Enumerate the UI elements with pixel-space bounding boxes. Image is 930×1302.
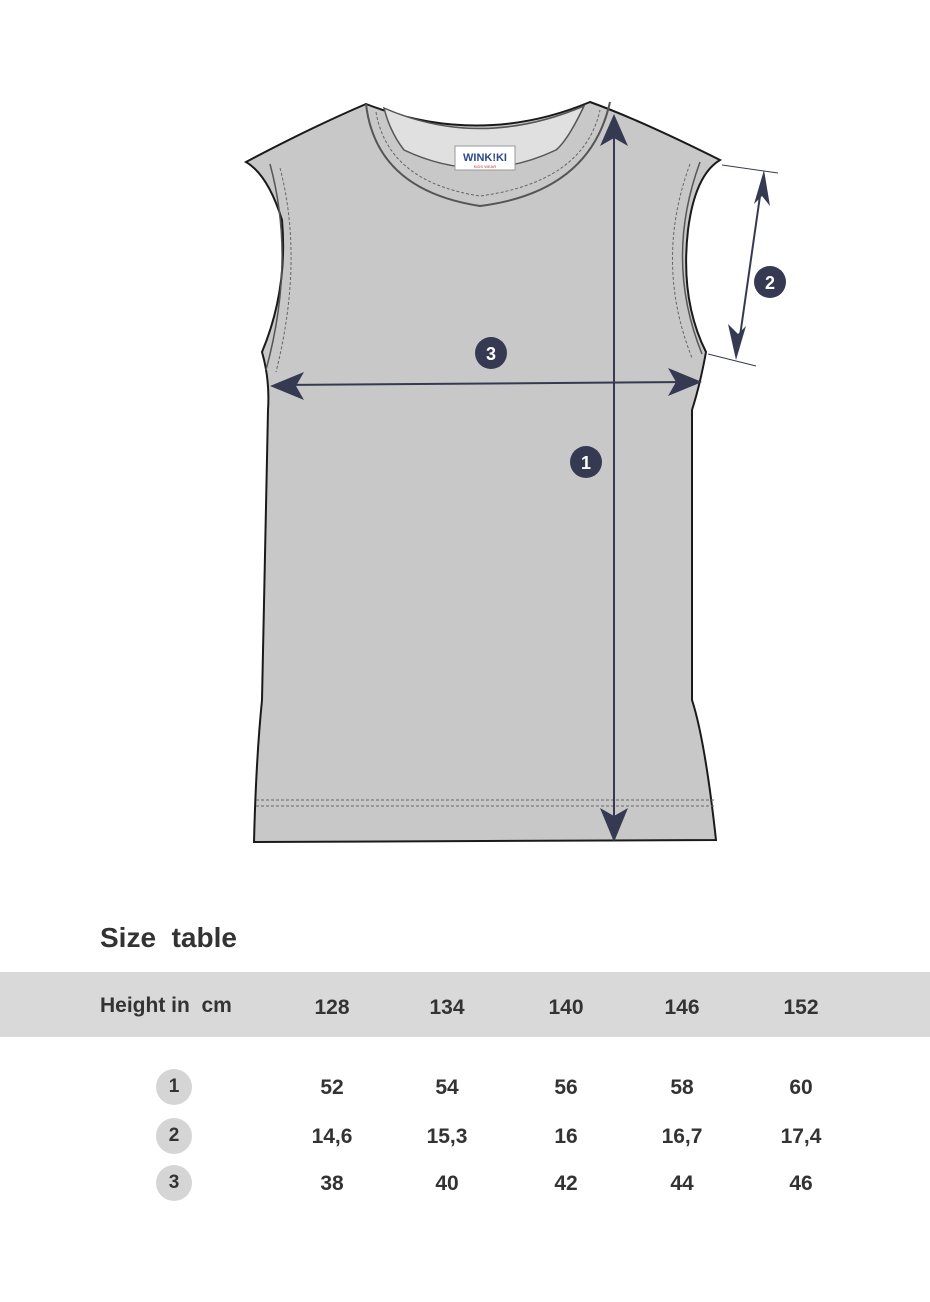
armhole-right <box>681 161 703 355</box>
width-arrowhead-right <box>668 368 702 396</box>
neck-inner <box>382 104 586 169</box>
size-header-152: 152 <box>783 996 819 1019</box>
table-cell: 42 <box>554 1172 578 1195</box>
table-cell: 54 <box>435 1076 459 1099</box>
tank-top-body <box>243 100 723 844</box>
armhole-arrow-line <box>737 181 763 351</box>
table-cell: 44 <box>670 1172 694 1195</box>
armhole-guide-bottom <box>707 353 757 367</box>
length-arrowhead-top <box>600 114 628 146</box>
brand-name: WINK!KI <box>463 152 507 164</box>
marker-2: 2 <box>754 266 786 298</box>
width-arrow-line <box>279 381 691 386</box>
height-header-label: Height in cm <box>100 994 232 1017</box>
svg-text:3: 3 <box>486 344 496 364</box>
size-header-128: 128 <box>314 996 350 1019</box>
marker-1: 1 <box>570 446 602 478</box>
garment-illustration: WINK!KI KIDS WEAR 1 2 3 <box>243 100 786 844</box>
row-marker-1: 1 <box>156 1069 192 1105</box>
size-table-header <box>0 972 930 1037</box>
brand-label: WINK!KI KIDS WEAR <box>454 145 516 171</box>
table-cell: 16 <box>554 1125 578 1148</box>
size-table-title: Size table <box>100 922 237 953</box>
armhole-guide-top <box>721 164 779 174</box>
svg-text:2: 2 <box>765 273 775 293</box>
armhole-left-stitch <box>275 167 292 373</box>
svg-text:1: 1 <box>581 453 591 473</box>
length-arrowhead-bottom <box>600 808 628 842</box>
collar-rib <box>365 101 611 208</box>
table-cell: 52 <box>320 1076 344 1099</box>
table-cell: 17,4 <box>780 1125 822 1148</box>
width-arrowhead-left <box>270 372 304 400</box>
table-cell: 15,3 <box>426 1125 468 1148</box>
marker-3: 3 <box>475 337 507 369</box>
armhole-arrowhead-top <box>754 170 770 206</box>
table-cell: 38 <box>320 1172 344 1195</box>
table-cell: 40 <box>435 1172 459 1195</box>
armhole-left <box>265 163 283 371</box>
size-header-146: 146 <box>664 996 700 1019</box>
row-marker-2: 2 <box>156 1118 192 1154</box>
brand-tagline: KIDS WEAR <box>474 164 497 169</box>
table-cell: 58 <box>670 1076 694 1099</box>
collar-stitch <box>375 109 601 197</box>
size-header-140: 140 <box>548 996 584 1019</box>
table-cell: 16,7 <box>661 1125 703 1148</box>
table-cell: 46 <box>789 1172 813 1195</box>
table-cell: 56 <box>554 1076 578 1099</box>
armhole-arrowhead-bottom <box>728 324 746 360</box>
row-marker-3: 3 <box>156 1165 192 1201</box>
table-cell: 60 <box>789 1076 813 1099</box>
armhole-right-stitch <box>672 163 693 359</box>
table-cell: 14,6 <box>311 1125 353 1148</box>
size-header-134: 134 <box>429 996 465 1019</box>
